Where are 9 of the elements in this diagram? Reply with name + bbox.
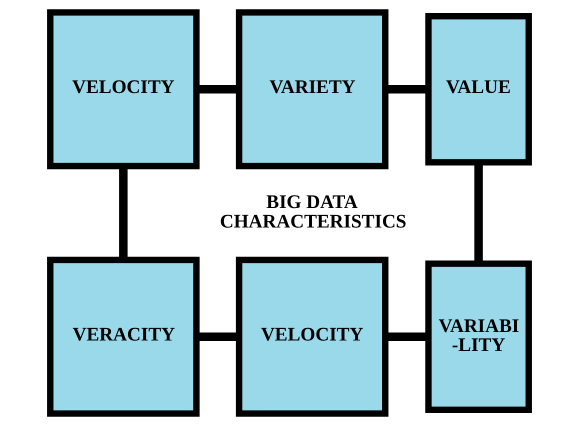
connector — [118, 166, 128, 260]
label: BIG DATA CHARACTERISTICS — [219, 192, 406, 232]
node-box: VARIABI -LITY — [424, 260, 532, 414]
node-box: VERACITY — [46, 256, 200, 417]
node-box: VARIETY — [235, 9, 388, 170]
node-box: VALUE — [424, 12, 532, 166]
connector — [474, 162, 482, 264]
node-box: VELOCITY — [235, 256, 388, 417]
node-box: VELOCITY — [46, 9, 200, 170]
